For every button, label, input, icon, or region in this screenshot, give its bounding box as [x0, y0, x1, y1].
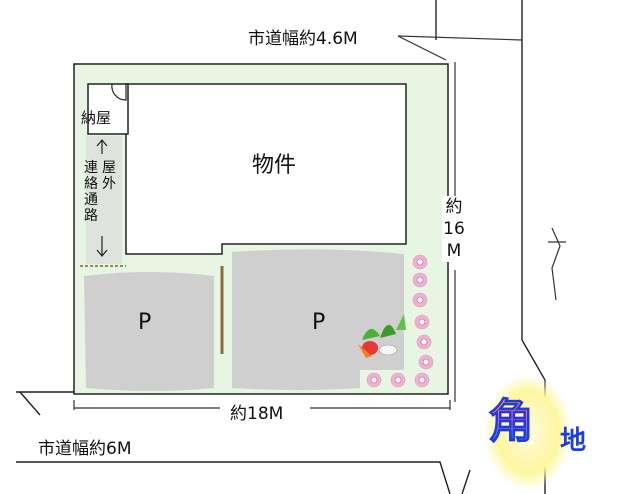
road-top-label: 市道幅約4.6M	[246, 24, 360, 49]
passage-char: 路	[84, 208, 98, 224]
passage-char: 通	[84, 192, 98, 208]
flower-bed-icons	[366, 254, 434, 388]
parking-area-right	[232, 249, 404, 390]
corner-glow	[484, 374, 572, 490]
parking-area-left	[84, 272, 214, 391]
vegetable-garden-icon	[358, 314, 406, 358]
depth-label-line: 約	[445, 197, 463, 217]
shed-label: 納屋	[81, 109, 112, 127]
corner-lot-suffix: 地	[560, 426, 587, 456]
depth-label-line: M	[446, 241, 462, 261]
passage-label-col2: 屋 外	[101, 160, 117, 192]
lot-width-label: 約18M	[224, 399, 290, 424]
passage-label-col1: 連 絡 通 路	[83, 160, 99, 224]
passage-char: 外	[102, 176, 116, 192]
parking-label-left: P	[138, 310, 152, 335]
building-label: 物件	[252, 153, 297, 178]
depth-label-line: 16	[443, 219, 465, 239]
passage-char: 絡	[84, 176, 98, 192]
passage-char: 屋	[102, 160, 116, 176]
parking-label-right: P	[312, 310, 326, 335]
corner-kanji-text: 角	[488, 394, 535, 449]
dimension-lines	[73, 35, 566, 410]
shed-door-icon	[111, 83, 127, 101]
building-footprint	[125, 83, 407, 255]
road-bottom-label: 市道幅約6M	[36, 434, 134, 459]
shed-footprint	[87, 83, 129, 135]
outdoor-passage	[86, 136, 122, 264]
lot-depth-label: 約 16 M	[442, 196, 466, 262]
passage-char: 連	[84, 160, 98, 176]
corner-lot-kanji: 角	[488, 394, 535, 449]
